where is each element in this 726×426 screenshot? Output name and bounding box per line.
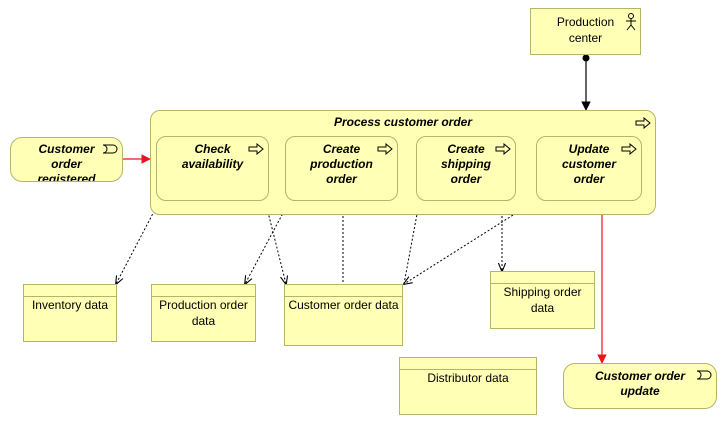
- process-arrow-icon: [495, 143, 511, 155]
- process-arrow-icon: [377, 143, 393, 155]
- process-create-production-order[interactable]: Create production order: [285, 136, 398, 201]
- process-arrow-icon: [621, 143, 637, 155]
- data-distributor[interactable]: Distributor data: [399, 357, 537, 415]
- production-order-line2: data: [191, 314, 216, 328]
- serving-connector: [581, 54, 591, 111]
- event-registered-line2: order: [51, 157, 82, 171]
- event-customer-order-registered[interactable]: Customer order registered: [10, 137, 123, 182]
- actor-icon: [626, 13, 636, 31]
- event-icon: [696, 370, 712, 380]
- data-shipping-order[interactable]: Shipping order data: [490, 271, 595, 329]
- create-production-line2: production: [310, 157, 373, 171]
- update-line2: customer: [561, 157, 617, 171]
- customer-order-line1: Customer order data: [288, 298, 399, 312]
- process-create-shipping-order[interactable]: Create shipping order: [416, 136, 516, 201]
- process-arrow-icon: [635, 117, 651, 129]
- event-customer-order-update[interactable]: Customer order update: [563, 363, 717, 409]
- data-header-stripe: [491, 283, 594, 284]
- distributor-line1: Distributor data: [427, 371, 509, 385]
- check-line2: availability: [181, 157, 244, 171]
- process-update-customer-order[interactable]: Update customer order: [536, 136, 642, 201]
- inventory-line1: Inventory data: [31, 298, 109, 312]
- shipping-order-line2: data: [530, 301, 555, 315]
- event-registered-line3: registered: [37, 172, 96, 182]
- create-shipping-line2: shipping: [441, 157, 491, 171]
- data-production-order[interactable]: Production order data: [151, 284, 256, 342]
- group-label: Process customer order: [333, 115, 473, 129]
- update-line1: Update: [568, 142, 610, 156]
- access-update-to-customer-order: [404, 197, 541, 284]
- create-shipping-line3: order: [450, 172, 482, 186]
- data-customer-order[interactable]: Customer order data: [284, 284, 403, 346]
- data-inventory[interactable]: Inventory data: [23, 284, 117, 342]
- shipping-order-line1: Shipping order: [503, 285, 582, 299]
- actor-production-center[interactable]: Production center: [530, 8, 641, 55]
- check-line1: Check: [194, 142, 231, 156]
- create-shipping-line1: Create: [447, 142, 485, 156]
- actor-label-line2: center: [568, 31, 603, 45]
- data-header-stripe: [285, 296, 402, 297]
- process-check-availability[interactable]: Check availability: [156, 136, 269, 201]
- create-production-line3: order: [326, 172, 357, 186]
- event-registered-line1: Customer: [38, 142, 95, 156]
- actor-label-line1: Production: [556, 15, 615, 29]
- event-icon: [102, 144, 118, 154]
- data-header-stripe: [24, 296, 116, 297]
- event-update-line1: Customer order: [594, 369, 686, 383]
- production-order-line1: Production order: [159, 298, 248, 312]
- event-update-line2: update: [620, 384, 660, 398]
- create-production-line1: Create: [322, 142, 361, 156]
- access-check-to-customer-order: [264, 199, 286, 284]
- update-line3: order: [573, 172, 605, 186]
- process-arrow-icon: [248, 143, 264, 155]
- data-header-stripe: [400, 369, 536, 370]
- data-header-stripe: [152, 296, 255, 297]
